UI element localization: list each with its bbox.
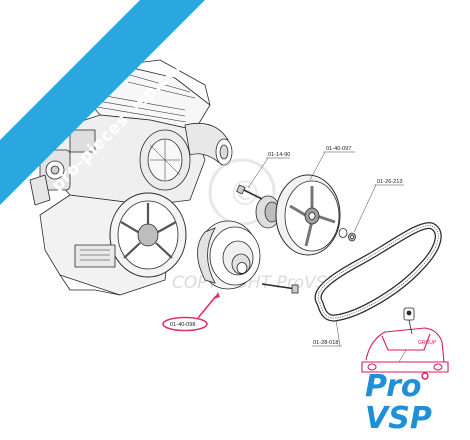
logo-word-pro: Pro — [365, 369, 421, 404]
driven-pulley — [197, 220, 261, 290]
watermark-text: COPYRIGHT ProVSP — [172, 273, 338, 293]
highlighted-callout[interactable] — [162, 292, 220, 332]
key-icon — [403, 307, 415, 335]
callout-label-driven-pulley: 01-40-098 — [170, 322, 196, 328]
drive-belt — [314, 222, 442, 322]
highlight-arrow — [197, 295, 217, 319]
crank-screw — [236, 184, 263, 200]
drive-pulley — [255, 174, 341, 256]
car-outline-icon — [361, 327, 449, 373]
logo-word-vsp: VSP — [365, 401, 432, 436]
highlight-ellipse — [162, 316, 208, 332]
callout-label-belt: 01-28-018 — [313, 340, 339, 346]
washer-nut — [338, 228, 356, 242]
driven-pulley-bolt — [261, 283, 299, 294]
provsp-logo[interactable]: GROUP Pro VSP — [361, 307, 449, 436]
logo-small-text: GROUP — [418, 340, 436, 346]
callout-label-drive-pulley: 01-40-097 — [326, 146, 352, 152]
highlight-arrowhead — [214, 292, 220, 299]
callout-label-washer-nut: 01-26-213 — [377, 179, 403, 185]
banner-ribbon — [0, 0, 205, 205]
logo-dot-icon — [421, 372, 429, 380]
callout-label-screw: 01-14-90 — [268, 152, 290, 158]
